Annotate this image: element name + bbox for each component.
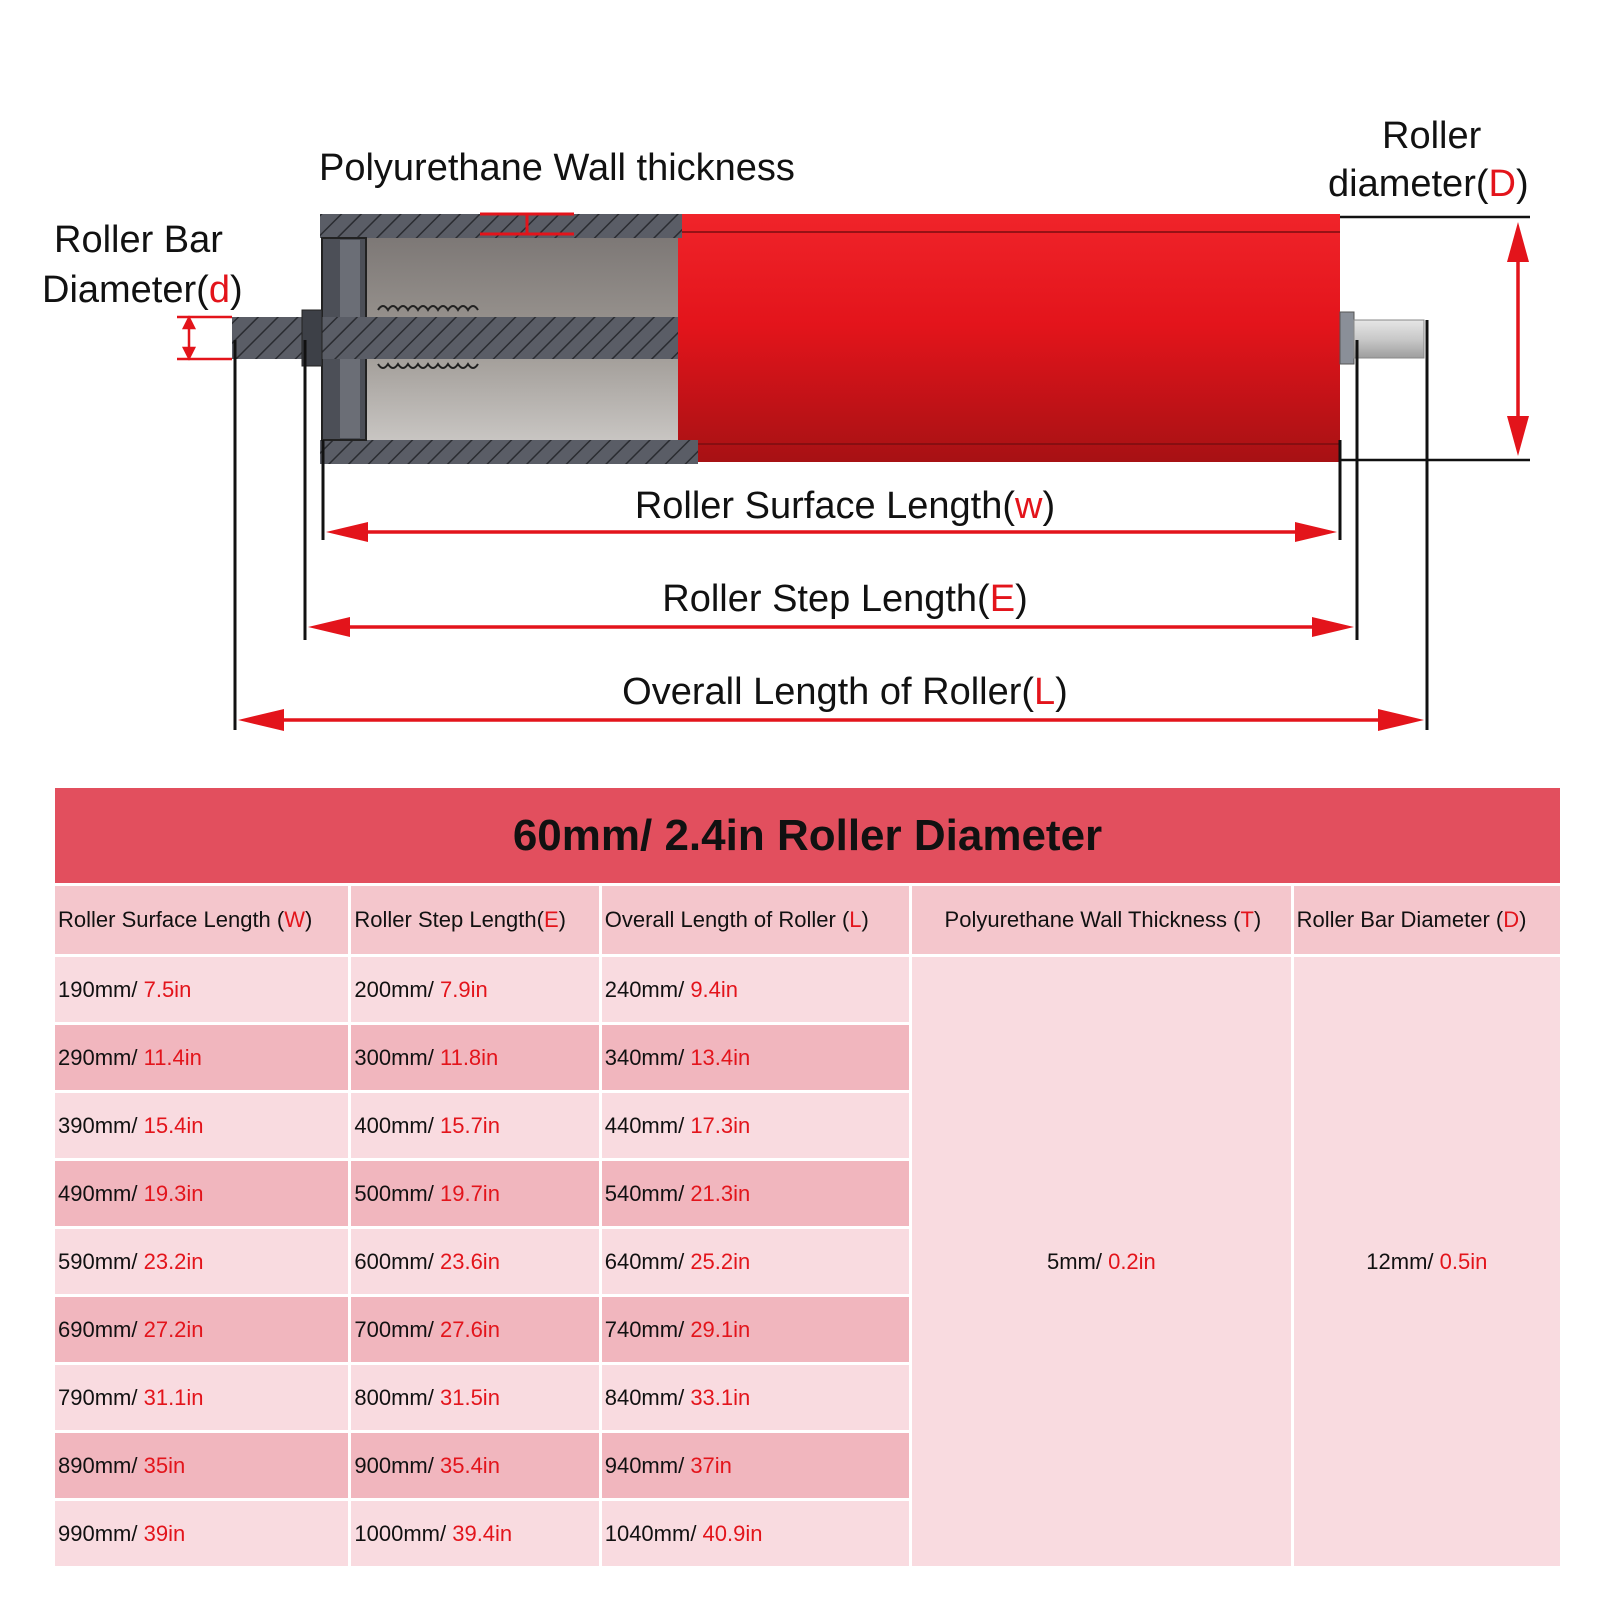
overall-length-symbol: L — [1034, 671, 1055, 713]
inner-shaft — [232, 317, 678, 359]
table-title: 60mm/ 2.4in Roller Diameter — [512, 810, 1103, 860]
roller-diameter-label-line1: Roller — [1382, 115, 1482, 157]
roller-diameter-marker — [1340, 215, 1530, 462]
wall-thickness-cell: 5mm/ 0.2in — [912, 957, 1291, 1566]
table-cell: 640mm/ 25.2in — [601, 1229, 910, 1294]
table-cell: 740mm/ 29.1in — [601, 1297, 910, 1362]
table-header-5: Roller Bar Diameter (D) — [1293, 886, 1560, 954]
bar-diameter-symbol: d — [209, 269, 230, 311]
table-header-1: Roller Surface Length (W) — [55, 886, 349, 954]
step-length-arrow — [308, 617, 1354, 637]
bar-diameter-label-line1: Roller Bar — [54, 219, 223, 261]
table-cell: 440mm/ 17.3in — [601, 1093, 910, 1158]
table-header-row: Roller Surface Length (W)Roller Step Len… — [55, 886, 1560, 954]
table-header-3: Overall Length of Roller (L) — [601, 886, 910, 954]
extension-lines — [233, 320, 1429, 730]
table-cell: 240mm/ 9.4in — [601, 957, 910, 1022]
table-cell: 900mm/ 35.4in — [351, 1433, 599, 1498]
table-cell: 700mm/ 27.6in — [351, 1297, 599, 1362]
table-title-band: 60mm/ 2.4in Roller Diameter — [55, 788, 1560, 883]
table-cell: 690mm/ 27.2in — [55, 1297, 349, 1362]
right-bearing-collar — [1339, 311, 1355, 365]
table-cell: 400mm/ 15.7in — [351, 1093, 599, 1158]
table-cell: 940mm/ 37in — [601, 1433, 910, 1498]
roller-diameter-symbol: D — [1489, 163, 1516, 205]
spec-table: 60mm/ 2.4in Roller Diameter Roller Surfa… — [55, 788, 1560, 1569]
cutaway-bottom-wall — [320, 440, 698, 464]
surface-length-label: Roller Surface Length(w) — [635, 485, 1055, 527]
right-shaft — [1353, 319, 1425, 359]
overall-length-label: Overall Length of Roller(L) — [622, 671, 1068, 713]
wall-thickness-label: Polyurethane Wall thickness — [319, 147, 795, 189]
table-cell: 490mm/ 19.3in — [55, 1161, 349, 1226]
table-cell: 1000mm/ 39.4in — [351, 1501, 599, 1566]
overall-length-arrow — [238, 709, 1424, 731]
step-length-label: Roller Step Length(E) — [662, 578, 1027, 620]
table-cell: 800mm/ 31.5in — [351, 1365, 599, 1430]
surface-length-symbol: w — [1014, 485, 1043, 527]
table-header-4: Polyurethane Wall Thickness (T) — [912, 886, 1291, 954]
dimension-table: Roller Surface Length (W)Roller Step Len… — [52, 883, 1563, 1569]
table-cell: 790mm/ 31.1in — [55, 1365, 349, 1430]
bar-diameter-cell: 12mm/ 0.5in — [1293, 957, 1560, 1566]
table-cell: 840mm/ 33.1in — [601, 1365, 910, 1430]
table-cell: 200mm/ 7.9in — [351, 957, 599, 1022]
wall-thickness-marker — [480, 212, 574, 236]
left-bearing-collar — [301, 309, 323, 367]
bar-diameter-label-line2: Diameter(d) — [42, 269, 243, 311]
table-cell: 340mm/ 13.4in — [601, 1025, 910, 1090]
table-cell: 290mm/ 11.4in — [55, 1025, 349, 1090]
table-cell: 1040mm/ 40.9in — [601, 1501, 910, 1566]
table-cell: 500mm/ 19.7in — [351, 1161, 599, 1226]
table-cell: 600mm/ 23.6in — [351, 1229, 599, 1294]
roller-diameter-label-line2: diameter(D) — [1328, 163, 1529, 205]
table-cell: 590mm/ 23.2in — [55, 1229, 349, 1294]
roller-dimension-diagram: Polyurethane Wall thickness Roller diame… — [42, 115, 1530, 731]
table-cell: 540mm/ 21.3in — [601, 1161, 910, 1226]
bar-diameter-marker — [177, 315, 232, 361]
table-cell: 890mm/ 35in — [55, 1433, 349, 1498]
step-length-symbol: E — [990, 578, 1015, 620]
table-cell: 990mm/ 39in — [55, 1501, 349, 1566]
table-cell: 190mm/ 7.5in — [55, 957, 349, 1022]
table-header-2: Roller Step Length(E) — [351, 886, 599, 954]
spring — [377, 305, 479, 369]
table-cell: 300mm/ 11.8in — [351, 1025, 599, 1090]
surface-length-arrow — [326, 522, 1337, 542]
roller-body — [660, 214, 1340, 462]
table-cell: 390mm/ 15.4in — [55, 1093, 349, 1158]
